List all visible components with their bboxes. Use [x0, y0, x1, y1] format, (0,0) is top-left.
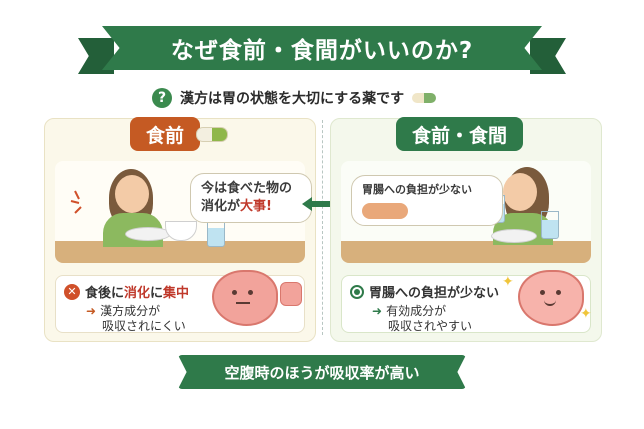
panel-before-meal: 食前 今は食べた物の 消化が大事! ✕ 食後に消化に集中 — [44, 117, 316, 342]
table — [341, 241, 591, 263]
page-title: なぜ食前・食間がいいのか? — [102, 26, 542, 70]
result-title-text: 胃腸への負担が少ない — [369, 286, 500, 301]
bubble-line-2-emphasis: 大事! — [240, 199, 272, 215]
speech-bubble: 胃腸への負担が少ない — [351, 175, 503, 227]
conclusion-banner: 空腹時のほうが吸収率が高い — [178, 355, 466, 389]
result-title-particle: に — [150, 286, 164, 301]
tag-between-meals: 食前・食間 — [396, 117, 524, 151]
water-glass-icon — [207, 219, 225, 247]
capsule-icon — [196, 127, 229, 142]
table — [55, 241, 305, 263]
tag-between-meals-label: 食前・食間 — [412, 124, 508, 147]
result-line-1-text: 有効成分が — [386, 304, 447, 318]
result-line-2: 吸収されやすい — [388, 319, 473, 333]
x-circle-icon: ✕ — [64, 283, 80, 300]
bubble-line-1: 胃腸への負担が少ない — [362, 183, 472, 196]
speech-bubble: 今は食べた物の 消化が大事! — [190, 173, 312, 224]
subtitle-text: 漢方は胃の状態を大切にする薬です — [180, 91, 405, 107]
face — [503, 173, 537, 211]
result-title-prefix: 食後に — [85, 286, 125, 301]
bubble-line-1: 今は食べた物の — [201, 181, 293, 196]
scene-drinking: 胃腸への負担が少ない — [341, 161, 591, 263]
check-circle-icon — [350, 284, 364, 299]
scene-eating: 今は食べた物の 消化が大事! — [55, 161, 312, 263]
capsule-icon — [412, 93, 437, 103]
conclusion-text: 空腹時のほうが吸収率が高い — [224, 363, 420, 382]
arrow-right-icon: ➜ — [86, 304, 97, 318]
result-title-focus: 集中 — [163, 286, 190, 301]
result-title: ✕ 食後に消化に集中 — [64, 282, 189, 301]
tag-before-meal-label: 食前 — [146, 124, 185, 147]
plate-icon — [125, 227, 171, 241]
page-title-text: なぜ食前・食間がいいのか? — [170, 38, 474, 64]
result-line-1: ➜有効成分が — [372, 302, 446, 319]
center-divider — [322, 120, 323, 335]
result-title: 胃腸への負担が少ない — [350, 282, 499, 301]
result-title-digest: 消化 — [124, 286, 151, 301]
thumbs-down-icon — [280, 282, 302, 306]
bubble-line-2-prefix: 消化が — [201, 199, 241, 215]
face — [115, 175, 149, 213]
sparkle-icon: ✦ — [502, 274, 514, 290]
result-line-2: 吸収されにくい — [102, 319, 186, 333]
subtitle: ? 漢方は胃の状態を大切にする薬です — [152, 88, 437, 108]
water-glass-icon — [541, 211, 559, 239]
sparkle-icon: ✦ — [580, 306, 592, 322]
panel-between-meals: 食前・食間 胃腸への負担が少ない 胃腸への負担が少ない ➜有効成分が 吸収されや… — [330, 117, 602, 342]
question-icon: ? — [152, 88, 172, 108]
arrow-right-icon: ➜ — [372, 304, 383, 318]
stress-lines-icon — [70, 190, 82, 214]
result-line-1: ➜漢方成分が — [86, 302, 160, 319]
result-between-meals: 胃腸への負担が少ない ➜有効成分が 吸収されやすい ✦ ✦ — [341, 270, 592, 333]
bubble-line-2: 消化が大事! — [201, 198, 301, 216]
tag-before-meal: 食前 — [130, 117, 229, 151]
stomach-happy-icon — [518, 270, 584, 326]
plate-icon — [491, 229, 537, 243]
stomach-upset-icon — [212, 270, 278, 326]
intestines-icon — [362, 203, 408, 220]
result-line-1-text: 漢方成分が — [100, 304, 161, 318]
result-before-meal: ✕ 食後に消化に集中 ➜漢方成分が 吸収されにくい — [55, 270, 305, 333]
